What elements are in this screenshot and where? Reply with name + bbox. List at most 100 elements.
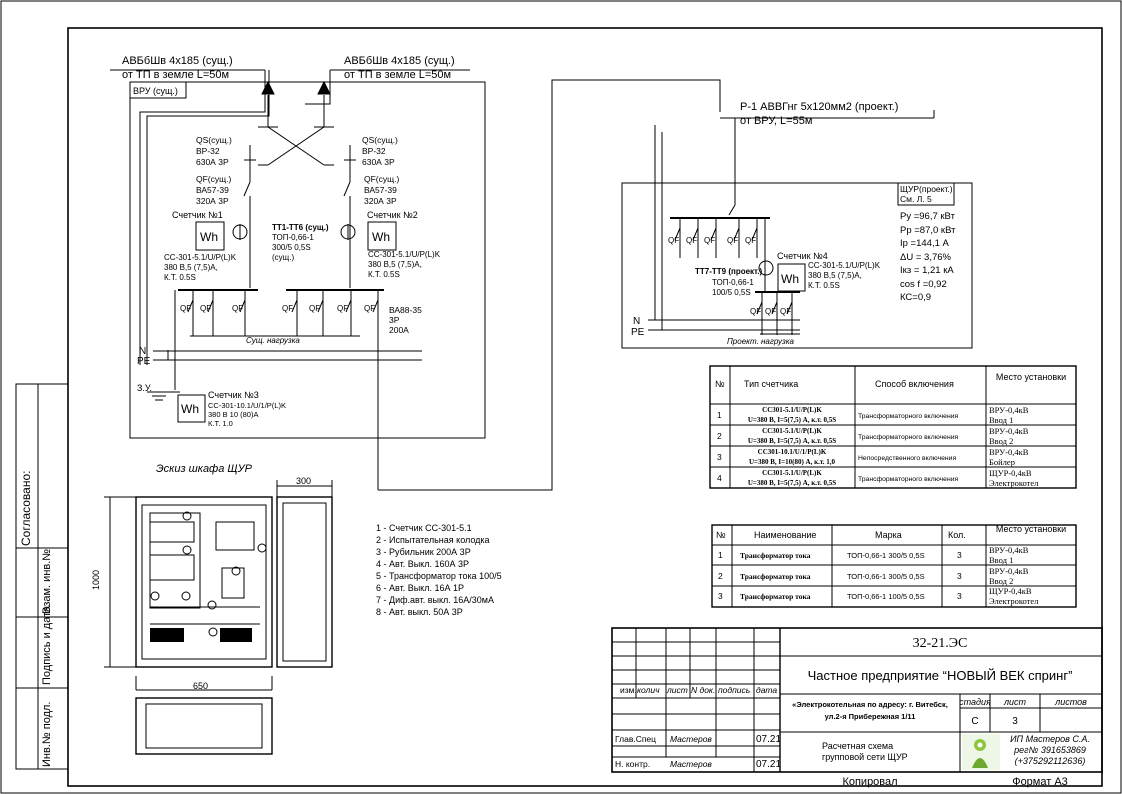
svg-text:Электрокотел: Электрокотел	[989, 596, 1039, 606]
param-du: ΔU = 3,76%	[900, 252, 952, 263]
svg-text:3: 3	[957, 591, 962, 601]
tt-row-1: 1 Трансформатор тока ТОП-0,66-1 300/5 0,…	[718, 545, 1029, 565]
stamp-inv-orig: Инв.№ подл.	[41, 702, 53, 767]
svg-text:3: 3	[957, 550, 962, 560]
meter4-spec-3: К.Т. 0.5S	[808, 281, 840, 290]
va88-3: 200А	[389, 325, 409, 335]
svg-text:Ввод 1: Ввод 1	[989, 415, 1013, 425]
svg-text:Бойлер: Бойлер	[989, 457, 1015, 467]
tb-copied: Копировал	[842, 776, 897, 788]
side-stamp	[15, 383, 69, 770]
tb-author-2: рег№ 391653869	[1013, 745, 1086, 755]
project-load: Проект. нагрузка	[727, 337, 795, 346]
svg-text:Ввод 2: Ввод 2	[989, 576, 1013, 586]
shur-scheme	[621, 110, 973, 349]
qf-out-3: QF	[232, 304, 243, 313]
tb-stage: С	[971, 716, 978, 727]
shur-qf-3: QF	[704, 236, 715, 245]
qf-out-4: QF	[282, 304, 293, 313]
qs-right-1: QS(сущ.)	[362, 135, 398, 145]
meter2-spec-2: 380 B,5 (7,5)А,	[368, 260, 422, 269]
svg-text:Ввод 2: Ввод 2	[989, 436, 1013, 446]
tt7-label-1: ТТ7-ТТ9 (проект.)	[695, 267, 762, 276]
svg-text:6 - Авт. Выкл. 16А 1Р: 6 - Авт. Выкл. 16А 1Р	[376, 583, 464, 593]
tb-role-2: Н. контр.	[615, 759, 650, 769]
qs-left-1: QS(сущ.)	[196, 135, 232, 145]
meter3-spec-1: СС-301-10.1/U/1/P(L)K	[208, 401, 286, 410]
svg-text:СС301-5.1/U/P(L)K: СС301-5.1/U/P(L)K	[762, 469, 822, 477]
dim-height: 1000	[91, 570, 101, 590]
svg-text:U=380 B, I=5(7,5) А, к.т. 0,5S: U=380 B, I=5(7,5) А, к.т. 0,5S	[748, 416, 836, 424]
tb-name-2: Мастеров	[670, 759, 712, 769]
meter1-spec-2: 380 B,5 (7,5)А,	[164, 263, 218, 272]
qs-right-2: ВР-32	[362, 146, 386, 156]
tb-doc-title-1: Расчетная схема	[822, 741, 893, 751]
tb-col-date: дата	[756, 685, 777, 695]
svg-text:Непосредственного включения: Непосредственного включения	[858, 455, 956, 462]
svg-text:7 - Диф.авт. выкл. 16А/30мА: 7 - Диф.авт. выкл. 16А/30мА	[376, 595, 494, 605]
meter2-label: Счетчик №2	[367, 210, 418, 220]
svg-text:ЩУР-0,4кВ: ЩУР-0,4кВ	[989, 586, 1032, 596]
param-ikz: Iкз = 1,21 кА	[900, 265, 954, 276]
tb-company: Частное предприятие “НОВЫЙ ВЕК спринг”	[808, 668, 1073, 683]
mt-h-method: Способ включения	[875, 379, 954, 389]
svg-text:СС301-5.1/U/P(L)K: СС301-5.1/U/P(L)K	[762, 427, 822, 435]
stamp-agreed: Согласовано:	[19, 471, 33, 547]
tb-date-2: 07.21	[756, 759, 781, 770]
sketch-title: Эскиз шкафа ЩУР	[156, 463, 253, 475]
svg-text:1: 1	[717, 410, 722, 420]
tb-code: 32-21.ЭС	[913, 636, 968, 651]
tb-sheet-hdr: лист	[1003, 697, 1027, 707]
svg-text:8 - Авт. выкл. 50А 3Р: 8 - Авт. выкл. 50А 3Р	[376, 607, 463, 617]
stamp-sign-date: Подпись и дата	[41, 605, 53, 685]
meter1-wh: Wh	[200, 230, 218, 244]
right-feeder-route: от ТП в земле L=50м	[344, 69, 451, 81]
meter2-spec-1: СС-301-5.1/U/P(L)K	[368, 250, 441, 259]
qs-left-2: ВР-32	[196, 146, 220, 156]
tb-author-1: ИП Мастеров С.А.	[1010, 734, 1090, 744]
right-feeder-cable: АВБбШв 4х185 (сущ.)	[344, 55, 455, 67]
svg-text:СС301-5.1/U/P(L)K: СС301-5.1/U/P(L)K	[762, 406, 822, 414]
shur-label-1: ЩУР(проект.)	[900, 184, 953, 194]
tt-h-place: Место установки	[996, 524, 1066, 534]
qf-right-2: ВА57-39	[364, 185, 397, 195]
param-cos: cos f =0,92	[900, 279, 947, 290]
left-feeder-route: от ТП в земле L=50м	[122, 69, 229, 81]
shur-qf-2: QF	[686, 236, 697, 245]
tt7-label-2: ТОП-0,66-1	[712, 278, 754, 287]
svg-text:Трансформатор тока: Трансформатор тока	[740, 592, 811, 601]
meter2-spec-3: К.Т. 0.5S	[368, 270, 400, 279]
dim-depth: 300	[296, 476, 311, 486]
meter4-spec-2: 380 B,5 (7,5)А,	[808, 271, 862, 280]
svg-text:2 - Испытательная колодка: 2 - Испытательная колодка	[376, 535, 490, 545]
meter3-spec-3: К.Т. 1.0	[208, 419, 233, 428]
mt-row-3: 3 СС301-10.1/U/1/P(L)K U=380 B, I=10(80)…	[717, 447, 1029, 467]
meter2-wh: Wh	[372, 230, 390, 244]
svg-text:5 - Трансформатор тока 100/5: 5 - Трансформатор тока 100/5	[376, 571, 502, 581]
vru-breaker-marks	[187, 299, 379, 313]
qf-right-1: QF(сущ.)	[364, 174, 399, 184]
shur-qf-8: QF	[780, 307, 791, 316]
vru-label: ВРУ (сущ.)	[133, 86, 178, 96]
mt-row-2: 2 СС301-5.1/U/P(L)K U=380 B, I=5(7,5) А,…	[717, 426, 1029, 446]
tb-object-2: ул.2-я Прибережная 1/11	[825, 712, 916, 721]
qf-out-1: QF	[180, 304, 191, 313]
qf-out-6: QF	[337, 304, 348, 313]
svg-text:2: 2	[718, 571, 723, 581]
qf-left-3: 320А 3Р	[196, 196, 229, 206]
va88-1: ВА88-35	[389, 305, 422, 315]
meter3-spec-2: 380 B 10 (80)А	[208, 410, 258, 419]
svg-text:3 - Рубильник 200А 3Р: 3 - Рубильник 200А 3Р	[376, 547, 471, 557]
tb-author-3: (+375292112636)	[1015, 756, 1086, 766]
tt1-label-2: ТОП-0,66-1	[272, 233, 314, 242]
vru-n: N	[139, 346, 146, 357]
svg-text:Трансформатор тока: Трансформатор тока	[740, 572, 811, 581]
vru-scheme	[110, 69, 934, 491]
p1-cable: Р-1 АВВГнг 5х120мм2 (проект.)	[740, 101, 898, 113]
tb-col-ndoc: N док.	[691, 685, 715, 695]
svg-text:U=380 B, I=5(7,5) А, к.т. 0,5S: U=380 B, I=5(7,5) А, к.т. 0,5S	[748, 479, 836, 487]
shur-label-2: См. Л. 5	[900, 194, 932, 204]
shur-qf-5: QF	[745, 236, 756, 245]
